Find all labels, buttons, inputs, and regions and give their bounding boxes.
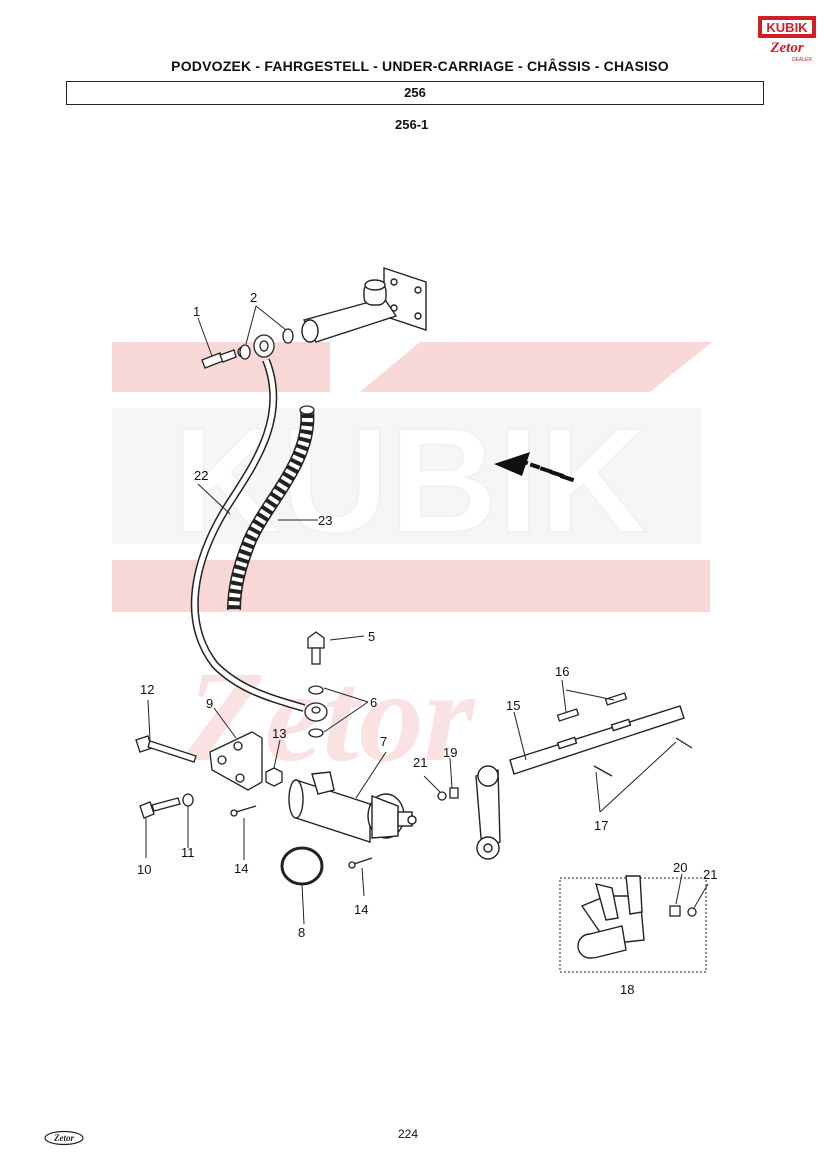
label-part-10: 10	[137, 862, 151, 877]
label-part-23: 23	[318, 513, 332, 528]
label-part-6: 6	[370, 695, 377, 710]
label-part-15: 15	[506, 698, 520, 713]
page-title: PODVOZEK - FAHRGESTELL - UNDER-CARRIAGE …	[171, 58, 669, 74]
label-part-22: 22	[194, 468, 208, 483]
leader-lines	[145, 305, 709, 925]
label-part-17: 17	[594, 818, 608, 833]
spring-washer-part-11	[182, 793, 194, 807]
label-part-16: 16	[555, 664, 569, 679]
subsection-number: 256-1	[395, 117, 429, 132]
label-part-21-right: 21	[703, 867, 717, 882]
washers-part-6	[304, 685, 328, 738]
label-part-9: 9	[206, 696, 213, 711]
logo-dealer-text: DEALER	[792, 57, 812, 63]
label-part-8: 8	[298, 925, 305, 940]
slave-cylinder-part-7	[288, 771, 417, 843]
section-number-box: 256	[66, 81, 764, 105]
small-fittings	[437, 787, 459, 801]
sealing-washers-part-2	[239, 328, 294, 360]
long-bolt-part-12	[135, 735, 197, 763]
footer-logo-text: Zetor	[53, 1133, 74, 1143]
zetor-footer-logo: Zetor	[44, 1130, 84, 1146]
shift-shaft-part-15	[509, 705, 685, 775]
shift-lever	[475, 765, 501, 860]
shift-fork-part-18	[559, 875, 707, 973]
pins-part-17	[593, 737, 693, 777]
spiral-hose-guard-part-23	[227, 405, 315, 611]
kubik-watermark: KUBIK Zetor	[112, 342, 712, 789]
label-part-20: 20	[673, 860, 687, 875]
page-number: 224	[398, 1127, 419, 1141]
label-part-2: 2	[250, 290, 257, 305]
label-part-14-left: 14	[234, 861, 248, 876]
direction-arrow	[494, 452, 575, 483]
bracket-part-9	[209, 731, 263, 791]
label-part-11: 11	[181, 845, 195, 860]
master-cylinder	[301, 267, 427, 343]
retaining-ring-part-8	[280, 846, 324, 886]
keys-part-16	[556, 692, 628, 722]
bolt-part-10	[139, 797, 181, 819]
label-part-14-bottom: 14	[354, 902, 368, 917]
label-part-19: 19	[443, 745, 457, 760]
cotter-pin-part-14-bottom	[348, 857, 373, 869]
cotter-pin-part-14-left	[230, 805, 257, 817]
logo-bottom-text: Zetor	[769, 40, 803, 56]
label-part-1: 1	[193, 304, 200, 319]
nut-part-13	[265, 767, 283, 787]
label-part-5: 5	[368, 629, 375, 644]
label-part-13: 13	[272, 726, 286, 741]
label-part-7: 7	[380, 734, 387, 749]
label-part-18: 18	[620, 982, 634, 997]
label-part-12: 12	[140, 682, 154, 697]
label-part-21-center: 21	[413, 755, 427, 770]
grease-nipple-parts-20-21	[669, 905, 697, 917]
logo-top-text: KUBIK	[766, 20, 808, 35]
kubik-zetor-dealer-logo: KUBIK Zetor DEALER	[756, 14, 818, 64]
banjo-bolt-part-5	[307, 631, 325, 665]
